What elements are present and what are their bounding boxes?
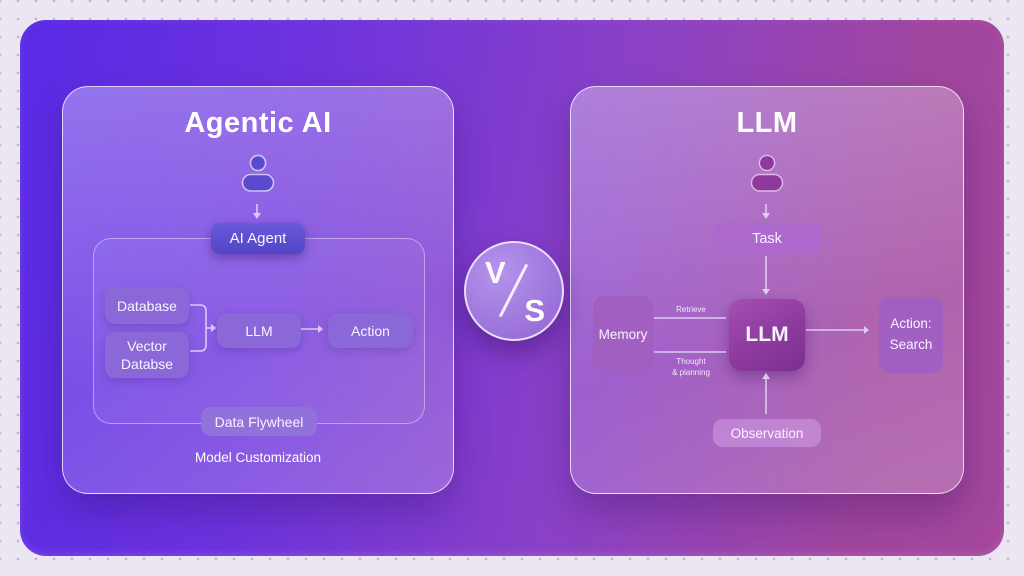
retrieve-edge-label: Retrieve [676, 305, 706, 314]
agentic-ai-panel: Agentic AI AI Agent Database Vector Data… [62, 86, 454, 494]
versus-badge: V S [464, 241, 564, 341]
database-node: Database [105, 287, 189, 324]
vector-database-node: Vector Databse [105, 332, 189, 378]
llm-node-right: LLM [729, 299, 805, 371]
task-node: Task [713, 223, 821, 254]
data-flywheel-node: Data Flywheel [201, 407, 317, 436]
ai-agent-node: AI Agent [211, 223, 305, 254]
person-icon [744, 153, 790, 200]
action-search-node: Action: Search [879, 297, 943, 373]
thought-planning-edge-label: Thought & planning [672, 357, 710, 377]
observation-node: Observation [713, 419, 821, 447]
llm-panel: LLM Task Memory LLM Action: Search Obser… [570, 86, 964, 494]
action-node: Action [328, 313, 413, 348]
memory-node: Memory [593, 296, 653, 372]
llm-title: LLM [736, 107, 798, 139]
vs-letter-s: S [524, 293, 545, 328]
model-customization-caption: Model Customization [194, 450, 322, 465]
llm-node-left: LLM [217, 313, 301, 348]
agentic-ai-title: Agentic AI [184, 107, 332, 139]
vs-letter-v: V [485, 255, 506, 290]
person-icon [235, 153, 281, 200]
